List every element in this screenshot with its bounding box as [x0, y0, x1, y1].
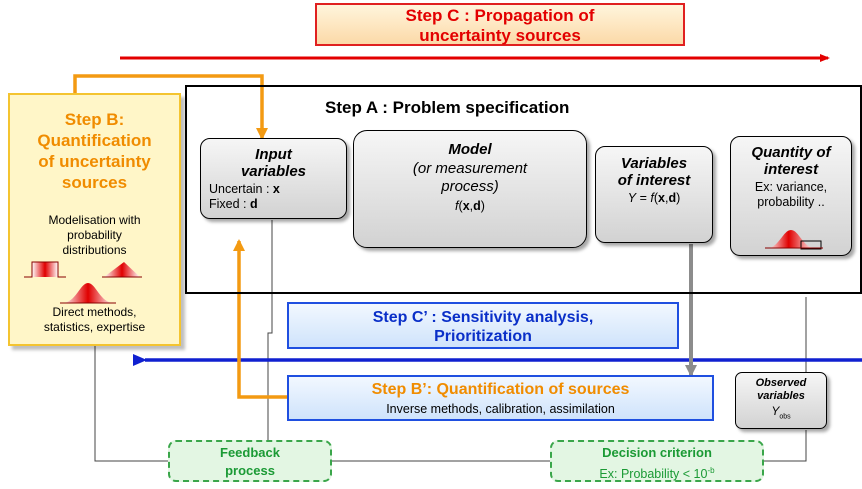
decision-criterion-box: Decision criterion Ex: Probability < 10-…: [550, 440, 764, 482]
observed-variables-title-line: variables: [757, 390, 805, 402]
step-c-box: Step C : Propagation of uncertainty sour…: [315, 3, 685, 46]
formula-comma: ,: [469, 199, 474, 213]
step-b-to-input-arrow: [73, 74, 268, 140]
uncertain-var: x: [272, 182, 280, 196]
step-b-title: Step B: Quantification of uncertainty so…: [10, 109, 179, 193]
input-uncertain-row: Uncertain : x: [201, 182, 346, 197]
quantity-of-interest-title: Quantity of interest: [731, 144, 851, 178]
model-box: Model (or measurement process) f(x,d): [353, 130, 587, 248]
step-b-footer-line: statistics, expertise: [43, 320, 146, 334]
model-title: Model: [448, 141, 492, 158]
step-c-prime-box: Step C’ : Sensitivity analysis, Prioriti…: [287, 302, 679, 349]
fixed-var: d: [250, 197, 258, 211]
decision-criterion-exponent: -b: [707, 466, 715, 475]
formula-y: Y: [627, 191, 637, 205]
step-c-line2: uncertainty sources: [419, 26, 581, 45]
step-b-title-line: of uncertainty: [38, 152, 151, 171]
step-b-title-line: Step B:: [64, 110, 125, 129]
observed-variables-box: Observed variables Yobs: [735, 372, 827, 429]
step-b-prime-box: Step B’: Quantification of sources Inver…: [287, 375, 714, 421]
decision-criterion-text-row: Ex: Probability < 10-b: [552, 462, 762, 483]
step-a-frame: [185, 85, 862, 294]
symbol-y: Y: [771, 404, 780, 418]
quantity-of-interest-desc-line: probability ..: [757, 195, 825, 209]
triangular-distribution-icon: [102, 262, 142, 278]
formula-paren: (: [458, 199, 463, 213]
formula-paren: ): [676, 191, 681, 205]
variables-of-interest-formula: Y = f(x,d): [596, 191, 712, 205]
step-c-prime-line2: Prioritization: [434, 328, 532, 345]
normal-distribution-icon: [60, 283, 116, 304]
formula-paren: (: [653, 191, 658, 205]
quantity-of-interest-desc-line: Ex: variance,: [754, 180, 828, 194]
step-b-subtitle-line: probability: [67, 228, 122, 242]
model-formula: f(x,d): [354, 199, 586, 213]
step-b-subtitle-line: distributions: [62, 243, 127, 257]
formula-d: d: [668, 191, 677, 205]
step-a-title: Step A : Problem specification: [325, 98, 570, 117]
quantity-of-interest-desc: Ex: variance, probability ..: [731, 180, 851, 210]
feedback-process-box: Feedback process: [168, 440, 332, 482]
uncertain-label: Uncertain :: [209, 182, 273, 196]
step-b-footer: Direct methods, statistics, expertise: [10, 305, 179, 335]
step-c-line1: Step C : Propagation of: [405, 6, 595, 25]
variables-of-interest-title: Variables of interest: [596, 155, 712, 189]
step-b-subtitle-line: Modelisation with: [48, 213, 141, 227]
input-variables-title-line: variables: [240, 163, 307, 180]
formula-paren: ): [480, 199, 485, 213]
tail-probability-icon: [765, 230, 823, 250]
formula-d: d: [473, 199, 481, 213]
step-b-panel: Step B: Quantification of uncertainty so…: [8, 93, 181, 346]
model-subtitle-line: process): [441, 178, 499, 195]
decision-criterion-title: Decision criterion: [602, 445, 712, 460]
input-variables-title: Input variables: [201, 146, 346, 180]
step-b-footer-line: Direct methods,: [52, 305, 137, 319]
step-b-prime-subtitle: Inverse methods, calibration, assimilati…: [386, 402, 615, 416]
feedback-process-line2: process: [225, 463, 275, 478]
step-c-prime-line1: Step C’ : Sensitivity analysis,: [372, 309, 594, 326]
input-variables-title-line: Input: [255, 146, 292, 163]
input-variables-box: Input variables Uncertain : x Fixed : d: [200, 138, 347, 219]
quantity-of-interest-title-line: Quantity of: [751, 144, 831, 161]
step-b-prime-title: Step B’: Quantification of sources: [371, 381, 630, 398]
quantity-of-interest-title-line: interest: [763, 161, 819, 178]
observed-variables-symbol: Yobs: [736, 404, 826, 420]
symbol-subscript: obs: [779, 413, 791, 421]
fixed-label: Fixed :: [209, 197, 250, 211]
feedback-process-line1: Feedback: [220, 445, 280, 460]
model-subtitle-line: (or measurement: [412, 160, 528, 177]
variables-of-interest-title-line: of interest: [617, 172, 691, 189]
formula-f: f: [650, 191, 654, 205]
observed-variables-title: Observed variables: [736, 377, 826, 403]
observed-variables-title-line: Observed: [755, 377, 807, 389]
input-fixed-row: Fixed : d: [201, 197, 346, 212]
step-b-title-line: sources: [61, 173, 128, 192]
decision-criterion-text: Ex: Probability < 10: [599, 467, 708, 482]
step-b-title-line: Quantification: [37, 131, 152, 150]
quantity-of-interest-box: Quantity of interest Ex: variance, proba…: [730, 136, 852, 256]
formula-x: x: [462, 199, 470, 213]
formula-x: x: [658, 191, 665, 205]
formula-f: f: [455, 199, 459, 213]
uniform-distribution-icon: [24, 261, 66, 278]
variables-of-interest-box: Variables of interest Y = f(x,d): [595, 146, 713, 243]
variables-of-interest-title-line: Variables: [620, 155, 688, 172]
formula-comma: ,: [664, 191, 669, 205]
step-b-subtitle: Modelisation with probability distributi…: [10, 213, 179, 258]
model-subtitle: (or measurement process): [354, 160, 586, 196]
formula-eq: =: [636, 191, 651, 205]
